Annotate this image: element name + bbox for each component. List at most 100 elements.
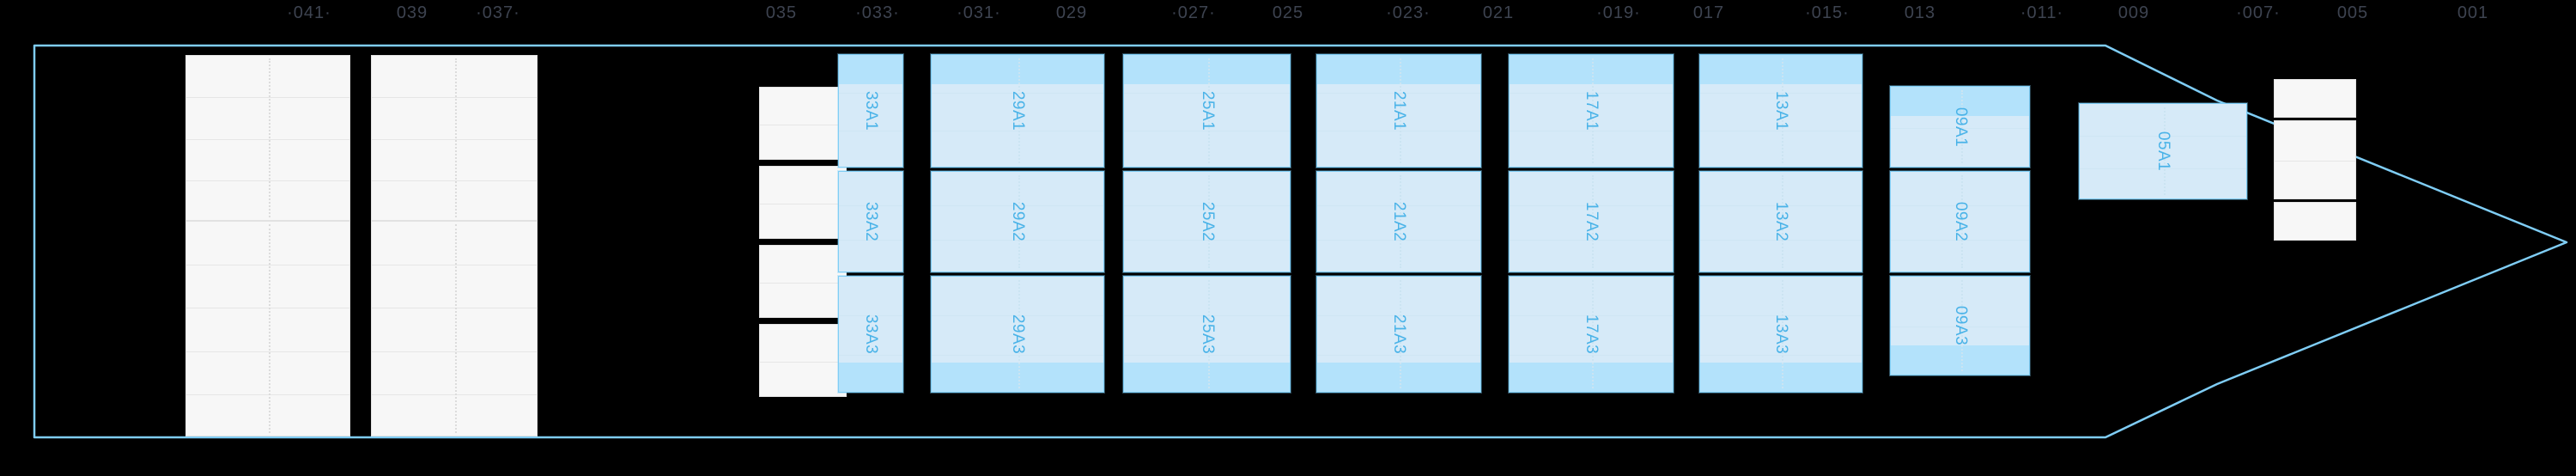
tier-divider	[839, 205, 902, 206]
bay-label-035[interactable]: 035	[765, 3, 798, 22]
bay-stack-cell[interactable]: 29A3	[931, 276, 1104, 393]
tier-divider	[372, 394, 537, 395]
tier-divider	[1891, 326, 2029, 327]
bay-stack-cell[interactable]: 13A1	[1699, 54, 1862, 168]
cell-label: 09A2	[1951, 201, 1970, 242]
tier-band	[932, 363, 1103, 392]
bay-label-039[interactable]: 039	[396, 3, 428, 22]
centerline-dash	[1782, 58, 1783, 163]
bay-label-021[interactable]: 021	[1482, 3, 1515, 22]
bay-stack-empty[interactable]	[2274, 79, 2356, 118]
centerline-dash	[1592, 175, 1594, 268]
bay-label-017[interactable]: 017	[1692, 3, 1725, 22]
tier-divider	[932, 205, 1103, 206]
bay-stack-cell[interactable]: 25A1	[1123, 54, 1291, 168]
bay-stack-cell[interactable]: 09A3	[1890, 276, 2030, 375]
bay-number-ruler: ·041· 039 ·037· 035 ·033· ·031· 029 ·027· 025 ·02…	[0, 0, 2576, 34]
bay-label-001[interactable]: 001	[2457, 3, 2489, 22]
tier-divider	[1510, 205, 1673, 206]
tier-divider	[932, 240, 1103, 241]
cell-label: 25A1	[1198, 90, 1217, 131]
tier-band	[1510, 55, 1673, 84]
bay-label-025[interactable]: 025	[1272, 3, 1304, 22]
bay-label-011[interactable]: ·011·	[2020, 3, 2064, 22]
tier-divider	[1510, 355, 1673, 356]
bay-stack-cell[interactable]: 29A2	[931, 171, 1104, 272]
tier-divider	[760, 283, 846, 284]
tier-band	[932, 55, 1103, 84]
tier-divider	[932, 355, 1103, 356]
bay-label-009[interactable]: 009	[2117, 3, 2150, 22]
bay-label-037[interactable]: ·037·	[476, 3, 520, 22]
bay-label-033[interactable]: ·033·	[855, 3, 900, 22]
cell-label: 17A3	[1583, 314, 1601, 355]
bay-stack-empty[interactable]	[2274, 202, 2356, 241]
tier-band	[1700, 363, 1862, 392]
bay-stack-cell[interactable]: 25A2	[1123, 171, 1291, 272]
bay-stack-cell[interactable]: 21A1	[1316, 54, 1481, 168]
tier-divider	[839, 93, 902, 94]
centerline-dash	[1400, 58, 1401, 163]
tier-divider	[1317, 93, 1480, 94]
bay-label-015[interactable]: ·015·	[1805, 3, 1850, 22]
bay-stack-cell[interactable]: 05A1	[2079, 103, 2247, 199]
bay-stack-cell[interactable]: 09A2	[1890, 171, 2030, 272]
cell-label: 21A3	[1390, 314, 1408, 355]
bay-stack-cell[interactable]: 33A2	[838, 171, 903, 272]
tier-divider	[1891, 240, 2029, 241]
tier-band	[839, 55, 902, 84]
bay-stack-cell[interactable]: 33A1	[838, 54, 903, 168]
tier-divider	[1124, 205, 1290, 206]
bay-stack-empty[interactable]	[759, 166, 847, 239]
bay-stack-cell[interactable]: 29A1	[931, 54, 1104, 168]
bay-stack-empty[interactable]	[185, 221, 350, 436]
tier-divider	[372, 97, 537, 98]
bay-stack-empty[interactable]	[2274, 120, 2356, 199]
centerline-dash	[1592, 280, 1594, 388]
cell-label: 33A3	[862, 314, 880, 355]
centerline-dash	[1592, 58, 1594, 163]
centerline-dash	[1400, 280, 1401, 388]
bay-label-041[interactable]: ·041·	[287, 3, 331, 22]
bay-stack-empty[interactable]	[371, 55, 538, 221]
bay-stack-empty[interactable]	[371, 221, 538, 436]
cell-label: 21A2	[1390, 201, 1408, 242]
tier-divider	[2080, 168, 2246, 169]
bay-label-019[interactable]: ·019·	[1596, 3, 1641, 22]
bay-stack-cell[interactable]: 21A2	[1316, 171, 1481, 272]
bay-label-023[interactable]: ·023·	[1386, 3, 1431, 22]
bay-label-005[interactable]: 005	[2336, 3, 2369, 22]
bay-stack-cell[interactable]: 13A2	[1699, 171, 1862, 272]
bay-label-031[interactable]: ·031·	[957, 3, 1001, 22]
bay-stack-cell[interactable]: 17A3	[1509, 276, 1674, 393]
cell-label: 25A3	[1198, 314, 1217, 355]
tier-divider	[1700, 240, 1862, 241]
cell-label: 33A1	[862, 90, 880, 131]
bay-stack-cell[interactable]: 33A3	[838, 276, 903, 393]
tier-divider	[1317, 240, 1480, 241]
bay-label-027[interactable]: ·027·	[1171, 3, 1216, 22]
bay-stack-empty[interactable]	[759, 245, 847, 318]
bay-stack-empty[interactable]	[759, 324, 847, 397]
tier-divider	[839, 355, 902, 356]
tier-divider	[186, 180, 349, 181]
bay-stack-empty[interactable]	[759, 87, 847, 160]
bay-stack-cell[interactable]: 13A3	[1699, 276, 1862, 393]
bay-stack-cell[interactable]: 17A2	[1509, 171, 1674, 272]
tier-band	[1700, 55, 1862, 84]
tier-band	[1891, 87, 2029, 116]
bay-stack-cell[interactable]: 25A3	[1123, 276, 1291, 393]
bay-stack-cell[interactable]: 17A1	[1509, 54, 1674, 168]
centerline-dash	[2164, 107, 2166, 195]
centerline-dash	[1208, 175, 1210, 268]
tier-divider	[932, 315, 1103, 316]
centerline-dash	[1782, 280, 1783, 388]
bay-label-029[interactable]: 029	[1055, 3, 1088, 22]
bay-stack-empty[interactable]	[185, 55, 350, 221]
bay-stack-cell[interactable]: 09A1	[1890, 86, 2030, 168]
bay-stack-cell[interactable]: 21A3	[1316, 276, 1481, 393]
bay-label-007[interactable]: ·007·	[2236, 3, 2281, 22]
tier-divider	[1510, 315, 1673, 316]
cell-label: 09A1	[1951, 107, 1970, 147]
bay-label-013[interactable]: 013	[1904, 3, 1936, 22]
